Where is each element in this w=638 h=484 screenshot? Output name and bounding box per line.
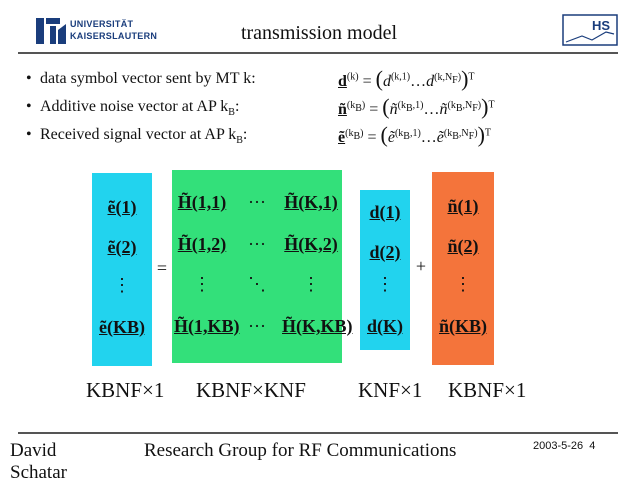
university-logo-text: UNIVERSITÄT KAISERSLAUTERN (70, 18, 157, 42)
bullet-2-text: Additive noise vector at AP k (40, 98, 229, 115)
footer-date-page: 2003-5-26 4 (533, 440, 595, 452)
dim-data: KNF×1 (358, 378, 423, 402)
e-entry-dots: ⋮ (113, 275, 131, 295)
d-entry-2: d(2) (369, 242, 401, 262)
h-entry-dots-r2: ··· (248, 234, 266, 254)
bullet-1: •data symbol vector sent by MT k: (26, 70, 256, 87)
h-entry-dots-r3: ··· (248, 316, 266, 336)
hs-logo-text: HS (592, 18, 610, 33)
bullet-1-text: data symbol vector sent by MT k: (40, 70, 256, 87)
n-entry-kb: ñ(KB) (438, 316, 487, 336)
noise-vector-block: ñ(1) ñ(2) ⋮ ñ(KB) (432, 172, 494, 365)
n-entry-2: ñ(2) (447, 236, 479, 256)
d-entry-1: d(1) (369, 202, 401, 222)
footer-group: Research Group for RF Communications (144, 440, 457, 461)
equals-sign: = (156, 258, 168, 278)
dim-received: KBNF×1 (86, 378, 165, 402)
h-entry-1-2: H̃(1,2) (177, 234, 227, 254)
received-vector-block: ẽ(1) ẽ(2) ⋮ ẽ(KB) (92, 173, 152, 366)
h-entry-k-2: H̃(K,2) (284, 234, 338, 254)
e-entry-kb: ẽ(KB) (99, 317, 145, 337)
data-vector-block: d(1) d(2) ⋮ d(K) (360, 190, 410, 350)
h-entry-1-1: H̃(1,1) (177, 192, 227, 212)
bullet-2: •Additive noise vector at AP kB: (26, 98, 240, 119)
e-entry-1: ẽ(1) (107, 197, 137, 217)
bullet-3: •Received signal vector at AP kB: (26, 126, 248, 147)
h-entry-vdots-2: ⋮ (302, 274, 320, 294)
footer-date: 2003-5-26 (533, 440, 584, 452)
logo-line-2: KAISERSLAUTERN (70, 31, 158, 41)
h-entry-k-1: H̃(K,1) (284, 192, 338, 212)
equation-e: ẽ(kB) = (ẽ(kB,1)…ẽ(kB,NF))T (338, 122, 491, 147)
university-logo-icon (36, 18, 66, 44)
d-entry-k: d(K) (367, 316, 403, 336)
h-entry-1-kb: H̃(1,KB) (174, 316, 240, 336)
h-entry-vdots-1: ⋮ (193, 274, 211, 294)
dim-channel: KBNF×KNF (196, 378, 306, 402)
slide-title: transmission model (240, 22, 398, 44)
e-entry-2: ẽ(2) (107, 237, 137, 257)
footer-author: David Schatar (10, 440, 67, 484)
equation-d: d(k) = (d(k,1)…d(k,NF))T (338, 66, 475, 91)
h-entry-k-kb: H̃(K,KB) (282, 316, 353, 336)
h-entry-dots-r1: ··· (248, 192, 266, 212)
bullet-3-sub: B (236, 135, 243, 147)
bullet-3-text: Received signal vector at AP k (40, 126, 237, 143)
footer-author-line2: Schatar (10, 462, 67, 483)
h-entry-ddots: ⋱ (248, 274, 266, 294)
equation-n: ñ(kB) = (ñ(kB,1)…ñ(kB,NF))T (338, 94, 495, 119)
n-entry-dots: ⋮ (454, 274, 472, 294)
footer-author-line1: David (10, 440, 57, 461)
logo-line-1: UNIVERSITÄT (70, 19, 134, 29)
footer-rule (18, 432, 618, 434)
header-rule (18, 52, 618, 54)
n-entry-1: ñ(1) (447, 196, 479, 216)
bullet-2-sub: B (228, 107, 235, 119)
footer-page: 4 (589, 440, 596, 452)
channel-matrix-block: H̃(1,1) ··· H̃(K,1) H̃(1,2) ··· H̃(K,2) … (172, 170, 353, 363)
dim-noise: KBNF×1 (448, 378, 527, 402)
hs-logo-icon: HS (562, 14, 618, 46)
d-entry-dots: ⋮ (376, 274, 394, 294)
plus-sign: + (415, 256, 427, 276)
